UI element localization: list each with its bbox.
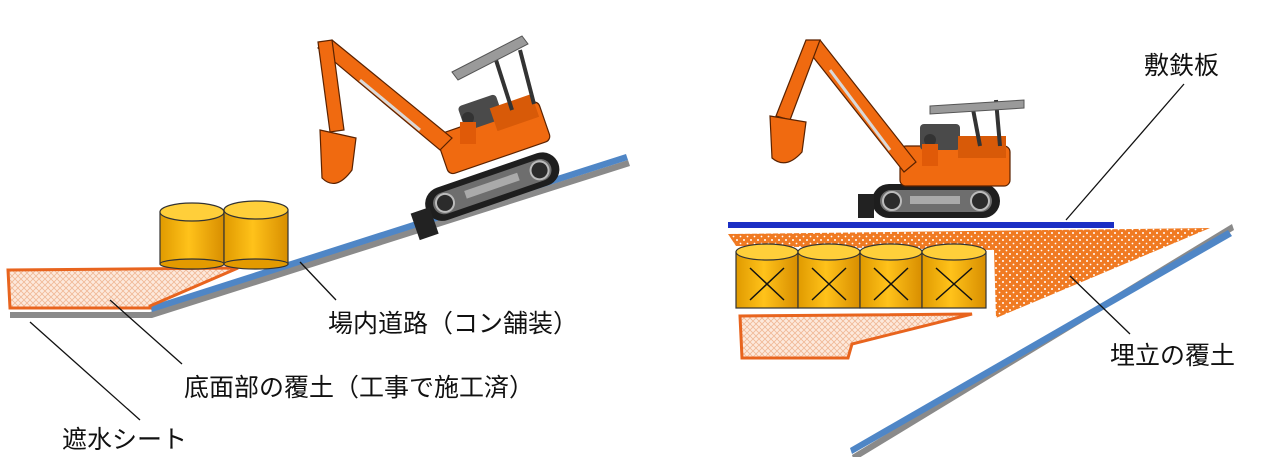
plate-leader-line: [1065, 83, 1185, 221]
drum-row: [735, 243, 987, 309]
right-panel: [728, 39, 1234, 457]
bottom-cover-soil-right: [738, 312, 973, 360]
left-panel: [6, 35, 630, 318]
drum: [921, 243, 987, 309]
landfill-cover-soil: [728, 228, 1210, 318]
drum: [735, 243, 799, 309]
steel-plate-label: 敷鉄板: [1144, 51, 1220, 80]
drum: [797, 243, 861, 309]
bottom-cover-soil: [6, 266, 239, 310]
bottom-cover-label: 底面部の覆土（工事で施工済）: [184, 373, 535, 402]
waterproof-sheet-label: 遮水シート: [62, 425, 188, 454]
road-surface-right: [850, 230, 1232, 454]
excavator-left: [316, 35, 560, 241]
steel-plate: [728, 222, 1114, 228]
sheet-leader-line: [29, 321, 141, 421]
excavator-right: [769, 39, 1025, 218]
road-label: 場内道路（コン舗装）: [328, 309, 579, 338]
drum: [159, 202, 225, 270]
road-leader-line: [299, 261, 337, 301]
fill-cover-leader-line: [1069, 275, 1131, 335]
drum-group: [159, 200, 289, 270]
drum: [223, 200, 289, 270]
bottom-cover-leader-line: [109, 299, 183, 365]
landfill-cover-label: 埋立の覆土: [1110, 341, 1236, 370]
drum: [859, 243, 923, 309]
